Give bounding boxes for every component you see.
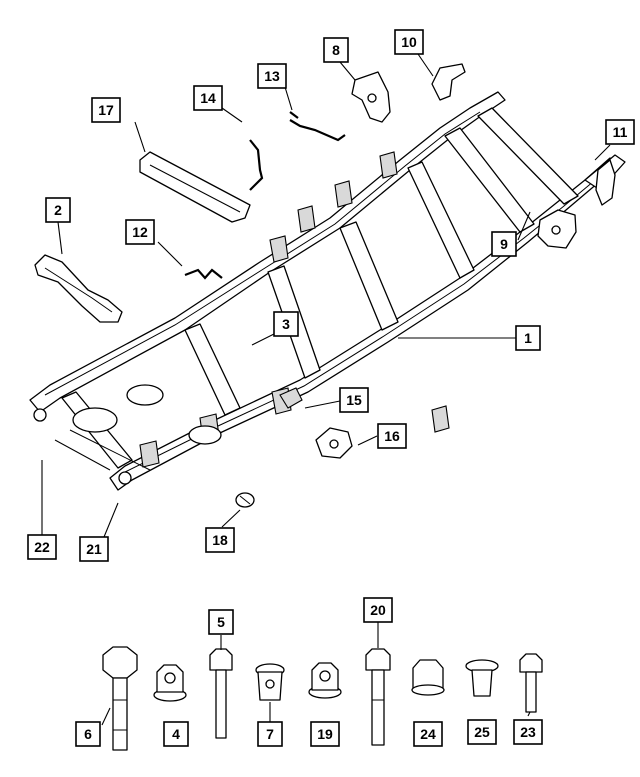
callout-25: 25	[467, 719, 497, 745]
rear-crossmember	[477, 107, 579, 205]
crossmember-5	[407, 161, 475, 279]
svg-text:25: 25	[474, 724, 490, 740]
svg-text:5: 5	[217, 614, 225, 630]
part-13-brace	[289, 119, 346, 142]
svg-text:7: 7	[266, 726, 274, 742]
crossmember-4	[339, 221, 399, 331]
callout-18: 18	[205, 527, 235, 553]
callout-20: 20	[363, 597, 393, 623]
svg-text:8: 8	[332, 42, 340, 58]
svg-text:21: 21	[86, 541, 102, 557]
crossmember-6	[444, 127, 535, 233]
svg-text:15: 15	[346, 392, 362, 408]
part-15-piece	[279, 387, 303, 409]
svg-text:4: 4	[172, 726, 180, 742]
callout-8: 8	[323, 37, 349, 63]
svg-text:24: 24	[420, 726, 436, 742]
part-20-bolt	[365, 648, 391, 746]
svg-text:20: 20	[370, 602, 386, 618]
svg-text:19: 19	[317, 726, 333, 742]
part-14-tube	[249, 139, 264, 191]
part-24-nut	[411, 659, 445, 696]
callout-2: 2	[45, 197, 71, 223]
part-25-nut	[465, 659, 499, 697]
part-19-nut	[308, 662, 342, 699]
callout-16: 16	[377, 423, 407, 449]
svg-text:11: 11	[613, 124, 628, 140]
svg-text:10: 10	[401, 34, 417, 50]
callout-1: 1	[515, 325, 541, 351]
crossmember-2	[184, 323, 241, 416]
callout-7: 7	[257, 721, 283, 747]
part-10-bracket	[431, 63, 466, 101]
callout-24: 24	[413, 721, 443, 747]
svg-text:23: 23	[520, 724, 536, 740]
part-11-bracket	[595, 159, 616, 206]
callout-11: 11	[605, 119, 635, 145]
fasteners	[102, 646, 543, 751]
svg-text:16: 16	[384, 428, 400, 444]
callout-14: 14	[193, 85, 223, 111]
callout-3: 3	[273, 311, 299, 337]
callout-9: 9	[491, 231, 517, 257]
part-5-bolt	[209, 648, 233, 739]
svg-text:22: 22	[34, 539, 50, 555]
svg-text:1: 1	[524, 330, 532, 346]
part-7-nut	[255, 663, 285, 701]
callout-15: 15	[339, 387, 369, 413]
callout-13: 13	[257, 63, 287, 89]
frame-assembly	[29, 91, 626, 491]
svg-text:18: 18	[212, 532, 228, 548]
callout-22: 22	[27, 534, 57, 560]
part-6-bolt	[102, 646, 138, 751]
callout-10: 10	[394, 29, 424, 55]
svg-text:13: 13	[264, 68, 280, 84]
callout-17: 17	[91, 97, 121, 123]
svg-text:3: 3	[282, 316, 290, 332]
leader-lines	[41, 53, 611, 726]
part-12-tube	[184, 268, 223, 280]
svg-text:17: 17	[98, 102, 114, 118]
callout-19: 19	[310, 721, 340, 747]
svg-text:12: 12	[132, 224, 148, 240]
svg-text:14: 14	[200, 90, 216, 106]
svg-text:9: 9	[500, 236, 508, 252]
svg-text:2: 2	[54, 202, 62, 218]
callout-21: 21	[79, 536, 109, 562]
callout-4: 4	[163, 721, 189, 747]
callout-12: 12	[125, 219, 155, 245]
part-2-rail-extension	[34, 254, 123, 323]
callout-5: 5	[208, 609, 234, 635]
callout-6: 6	[75, 721, 101, 747]
part-17-plate	[139, 151, 251, 223]
callout-23: 23	[513, 719, 543, 745]
part-4-nut	[153, 664, 187, 702]
svg-text:6: 6	[84, 726, 92, 742]
part-23-bolt	[519, 653, 543, 713]
